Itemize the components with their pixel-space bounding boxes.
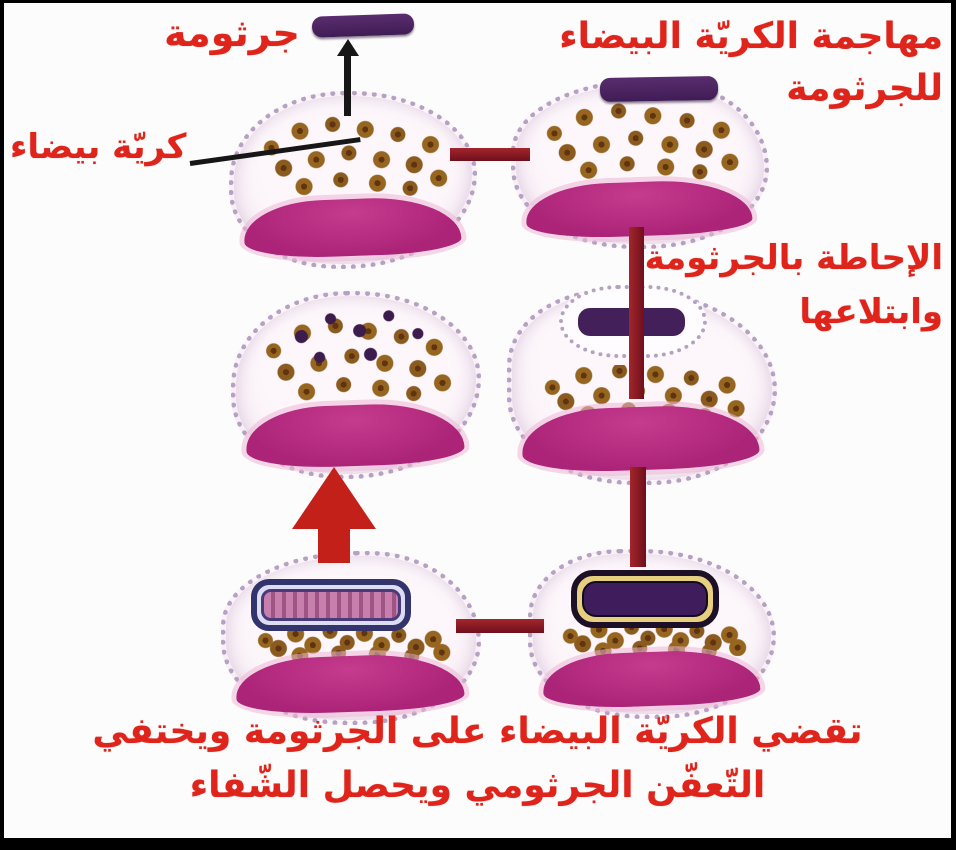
connector-line <box>629 227 644 399</box>
granules <box>533 103 747 184</box>
black-up-arrow-stem <box>344 54 351 116</box>
white-cell-digesting-germ <box>221 551 481 725</box>
attack-caption-line2: للجرثومة <box>786 68 943 110</box>
germ-rod-icon <box>261 588 401 622</box>
germ-rod-icon <box>311 13 415 38</box>
granules <box>250 116 456 201</box>
digestive-vacuole <box>251 578 411 632</box>
up-arrow-icon <box>292 467 376 529</box>
white-cell-with-germ-attached <box>511 79 769 249</box>
white-cell-attacking <box>229 91 477 269</box>
engulf-caption-line1: الإحاطة بالجرثومة <box>644 238 943 278</box>
result-caption-line2: التّعفّن الجرثومي ويحصل الشّفاء <box>189 765 766 806</box>
engulf-caption: الإحاطة بالجرثومة وابتلاعها <box>645 231 943 340</box>
white-cell-germ-digested <box>231 291 481 479</box>
connector-line <box>456 619 544 633</box>
white-cell-label: كريّة بيضاء <box>10 127 187 167</box>
black-up-arrow-icon <box>337 39 359 56</box>
white-cell-germ-in-vacuole <box>528 549 776 719</box>
germ-fragments <box>264 306 448 382</box>
attack-caption: مهاجمة الكريّة البيضاء للجرثومة <box>559 11 943 115</box>
germ-label: جرثومة <box>164 11 300 55</box>
connector-line <box>450 148 530 161</box>
up-arrow-stem <box>318 527 350 563</box>
nucleus <box>242 194 462 260</box>
attack-caption-line1: مهاجمة الكريّة البيضاء <box>559 16 943 57</box>
nucleus <box>244 400 465 469</box>
germ-rod-icon <box>582 581 708 617</box>
connector-line <box>630 467 646 567</box>
result-caption-line1: تقضي الكريّة البيضاء على الجرثومة ويختفي <box>92 711 863 752</box>
phagosome-vacuole <box>571 570 719 628</box>
nucleus <box>541 647 760 710</box>
result-caption: تقضي الكريّة البيضاء على الجرثومة ويختفي… <box>14 705 941 813</box>
engulf-caption-line2: وابتلاعها <box>799 292 943 333</box>
germ-rod-icon <box>599 75 719 103</box>
